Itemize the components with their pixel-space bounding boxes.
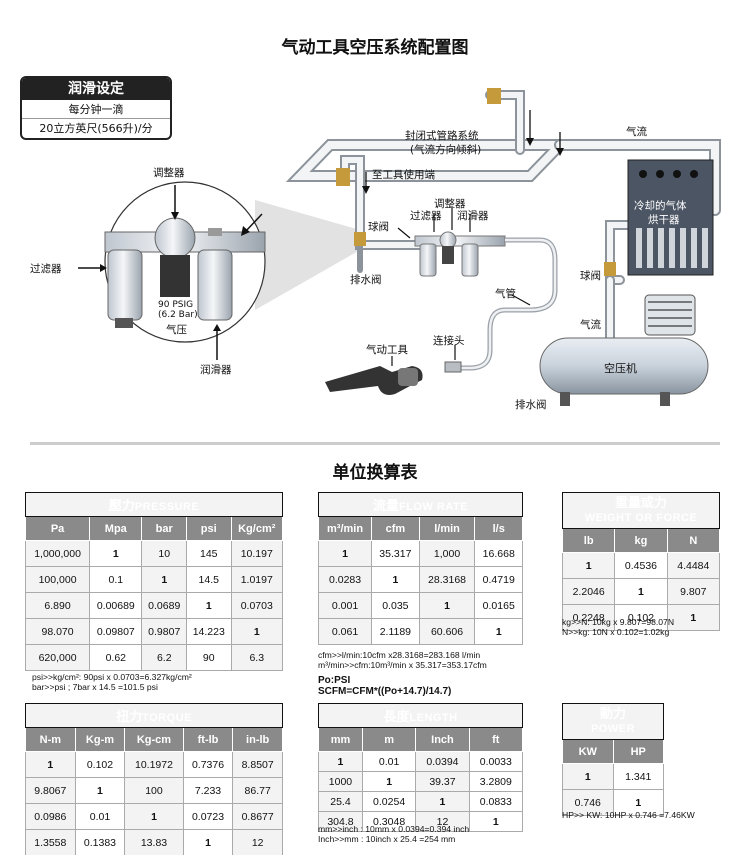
label-coupler: 连接头 bbox=[433, 335, 465, 347]
label-closed-pipe-note: (气流方向倾斜) bbox=[410, 144, 482, 156]
flow-header: 流量FLOW RATE bbox=[318, 492, 523, 517]
length-note-2: Inch>>mm : 10inch x 25.4 =254 mm bbox=[318, 834, 456, 844]
zoom-projection bbox=[255, 200, 360, 310]
lube-flow: 20立方英尺(566升)/分 bbox=[39, 122, 153, 135]
flow-formula-1: Po:PSI bbox=[318, 675, 351, 686]
label-frl-filter: 过滤器 bbox=[410, 210, 442, 222]
weight-note-1: kg>>N: 10kg x 9.807=98.07N bbox=[562, 617, 675, 627]
label-psig: 90 PSIG bbox=[158, 300, 194, 310]
label-drain-2: 排水阀 bbox=[515, 399, 547, 411]
label-filter: 过滤器 bbox=[30, 263, 62, 275]
pipe-fitting bbox=[487, 88, 501, 104]
flow-note-2: m³/min>>cfm:10m³/min x 35.317=353.17cfm bbox=[318, 660, 487, 670]
flow-note-1: cfm>>l/min:10cfm x28.3168=283.168 l/min bbox=[318, 650, 481, 660]
label-airflow-bottom: 气流 bbox=[580, 319, 601, 331]
length-header: 長度LENGTH bbox=[318, 703, 523, 728]
flow-formula-2: SCFM=CFM*((Po+14.7)/14.7) bbox=[318, 686, 452, 697]
page-title: 气动工具空压系统配置图 bbox=[281, 38, 469, 58]
pressure-header: 壓力PRESSURE bbox=[25, 492, 283, 517]
pipe-fitting bbox=[336, 168, 350, 186]
lube-settings-box: 润滑设定 每分钟一滴 20立方英尺(566升)/分 bbox=[20, 76, 172, 140]
ball-valve-fitting bbox=[604, 262, 616, 276]
label-hose: 气管 bbox=[495, 288, 516, 300]
label-airflow-top: 气流 bbox=[626, 126, 647, 138]
lube-rate: 每分钟一滴 bbox=[22, 100, 170, 119]
power-note-1: HP>> KW: 10HP x 0.746 =7.46KW bbox=[562, 810, 695, 820]
section-divider bbox=[30, 442, 720, 445]
label-pressure: 气压 bbox=[166, 324, 187, 336]
weight-note-2: N>>kg: 10N x 0.102=1.02kg bbox=[562, 627, 670, 637]
label-frl-lubricator: 润滑器 bbox=[457, 210, 489, 222]
pipe-loop bbox=[285, 90, 721, 345]
air-tool bbox=[325, 366, 423, 395]
label-dryer-2: 烘干器 bbox=[648, 214, 680, 226]
frl-unit-magnified bbox=[104, 217, 266, 328]
pressure-note-1: psi>>kg/cm²: 90psi x 0.0703=6.327kg/cm² bbox=[32, 672, 192, 682]
frl-unit-small bbox=[397, 208, 506, 277]
label-frl-regulator: 调整器 bbox=[434, 198, 466, 210]
length-note-1: mm>>inch : 10mm x 0.0394=0.394 inch bbox=[318, 824, 470, 834]
air-system-diagram bbox=[78, 88, 721, 406]
coupler bbox=[444, 361, 462, 373]
label-lubricator: 润滑器 bbox=[200, 364, 232, 376]
label-to-tool: 至工具使用端 bbox=[372, 169, 435, 181]
lube-settings-title: 润滑设定 bbox=[22, 78, 170, 100]
pressure-note-2: bar>>psi ; 7bar x 14.5 =101.5 psi bbox=[32, 682, 158, 692]
label-dryer: 冷却的气体 bbox=[634, 200, 687, 212]
label-compressor: 空压机 bbox=[604, 362, 637, 375]
air-compressor bbox=[539, 294, 709, 406]
label-air-tool: 气动工具 bbox=[366, 344, 408, 356]
label-closed-pipe: 封闭式管路系统 bbox=[405, 130, 479, 142]
label-ball-valve: 球阀 bbox=[368, 221, 389, 233]
torque-header: 扭力TORQUE bbox=[25, 703, 283, 728]
conversion-title: 单位换算表 bbox=[332, 463, 418, 483]
air-dryer bbox=[627, 159, 714, 276]
label-regulator: 调整器 bbox=[153, 167, 185, 179]
label-drain: 排水阀 bbox=[350, 274, 382, 286]
ball-valve-fitting bbox=[354, 232, 366, 246]
label-ball-valve-2: 球阀 bbox=[580, 270, 601, 282]
label-bar: (6.2 Bar) bbox=[158, 310, 198, 320]
